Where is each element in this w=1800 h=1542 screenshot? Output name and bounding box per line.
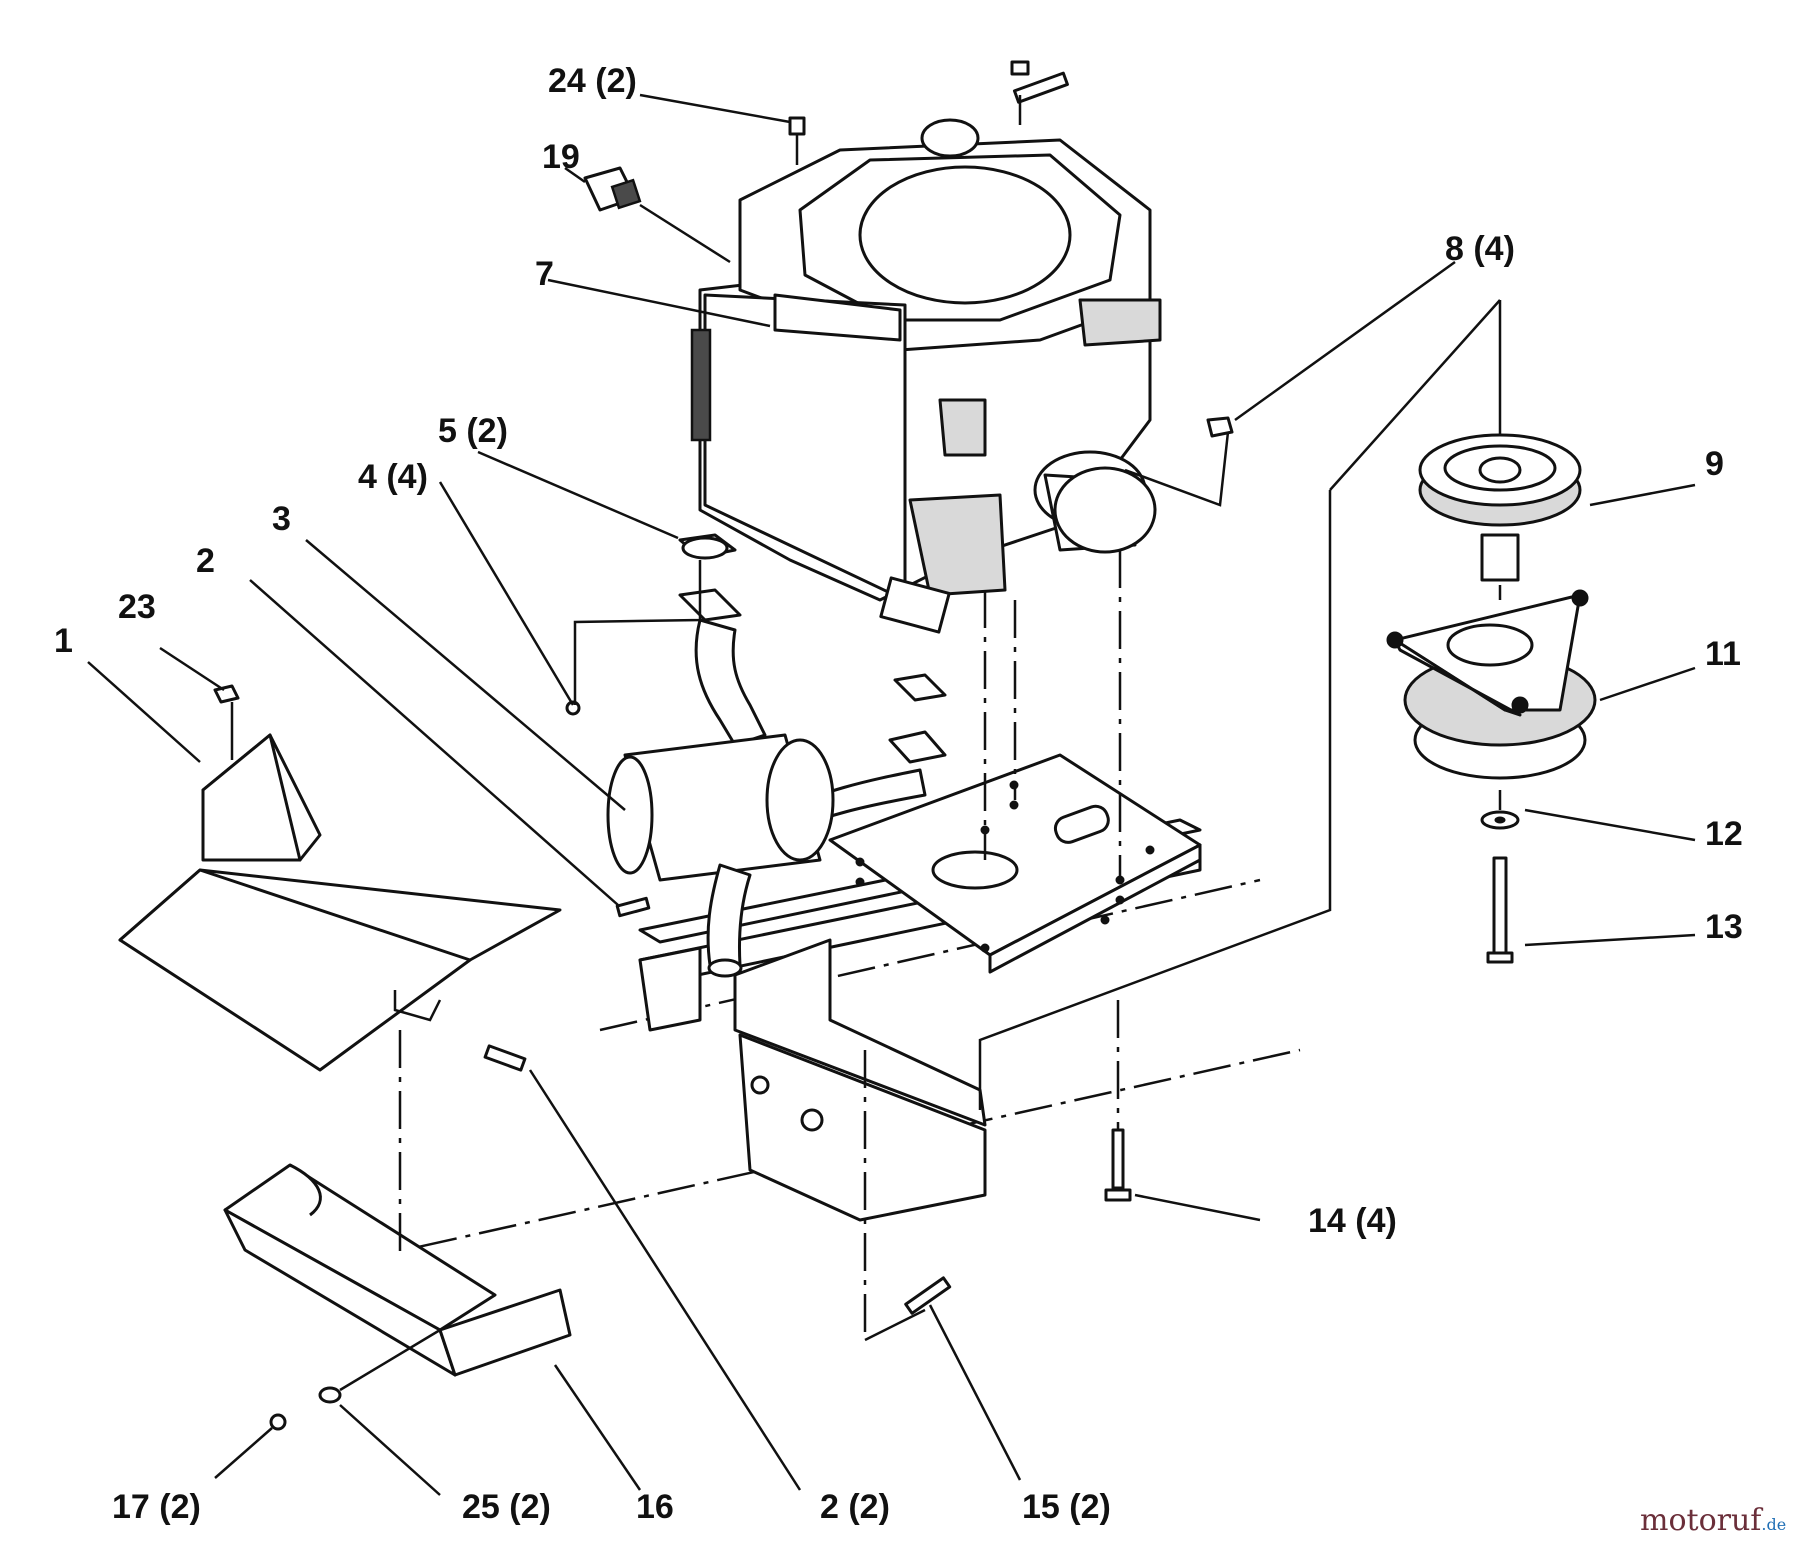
chassis-frame — [359, 753, 1301, 1262]
watermark-brand: motoruf — [1640, 1503, 1763, 1538]
leader-lines — [87, 93, 1696, 1496]
watermark: motoruf.de — [1640, 1503, 1786, 1538]
callout-25: 25 (2) — [462, 1488, 551, 1526]
callout-12: 12 — [1705, 815, 1743, 853]
callout-14: 14 (4) — [1308, 1202, 1397, 1240]
callout-7: 7 — [535, 255, 554, 293]
callout-8: 8 (4) — [1445, 230, 1515, 268]
muffler-assembly — [606, 533, 947, 978]
engine-label-plate — [773, 293, 902, 342]
callout-3: 3 — [272, 500, 291, 538]
callout-15: 15 (2) — [1022, 1488, 1111, 1526]
plate-hole — [931, 850, 1019, 890]
pulley — [1418, 433, 1582, 582]
callout-19: 19 — [542, 138, 580, 176]
callout-1: 1 — [54, 622, 73, 660]
front-bumper — [223, 1163, 572, 1377]
watermark-suffix: .de — [1761, 1515, 1786, 1534]
callout-2-2: 2 (2) — [820, 1488, 890, 1526]
callout-17: 17 (2) — [112, 1488, 201, 1526]
clutch — [1386, 589, 1597, 780]
callout-9: 9 — [1705, 445, 1724, 483]
callout-2: 2 — [196, 542, 215, 580]
callout-11: 11 — [1705, 635, 1741, 673]
callout-4: 4 (4) — [358, 458, 428, 496]
heat-shield — [118, 733, 562, 1072]
callout-23: 23 — [118, 588, 156, 626]
engine — [690, 118, 1162, 634]
callout-24: 24 (2) — [548, 62, 637, 100]
fasteners — [213, 60, 1520, 1431]
assembly-lines — [398, 550, 1502, 1342]
callout-16: 16 — [636, 1488, 674, 1526]
svg-text:motoruf.de: motoruf.de — [1640, 1503, 1786, 1538]
callout-13: 13 — [1705, 908, 1743, 946]
callout-labels: 24 (2) 19 7 8 (4) 5 (2) 4 (4) 3 2 23 1 9… — [54, 62, 1743, 1526]
callout-5: 5 (2) — [438, 412, 508, 450]
